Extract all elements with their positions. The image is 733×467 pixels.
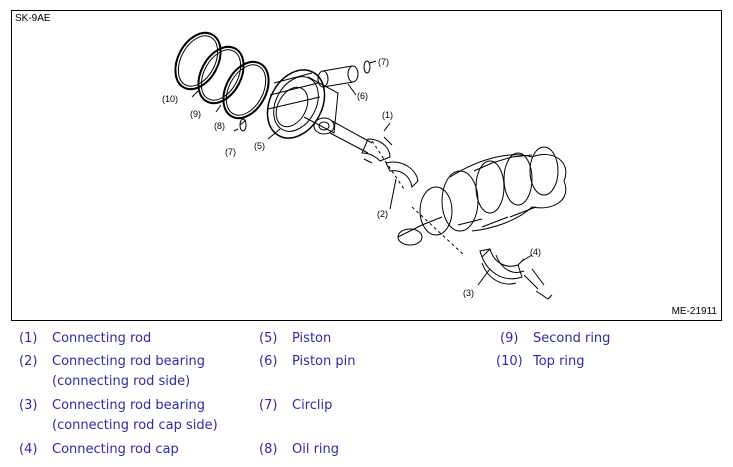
callout-2: (2) — [377, 209, 388, 219]
callout-3: (3) — [463, 288, 474, 298]
top-ring — [174, 31, 222, 91]
legend-number: (3) — [19, 398, 38, 413]
legend-number: (4) — [19, 442, 38, 457]
legend-text: Second ring — [533, 331, 611, 346]
piston-pin — [317, 65, 359, 88]
callout-10: (10) — [162, 94, 178, 104]
second-ring — [197, 45, 245, 105]
legend-text: Connecting rod bearing — [52, 354, 206, 369]
legend-text: Connecting rod cap — [52, 442, 179, 457]
callout-9: (9) — [190, 109, 201, 119]
piston — [266, 69, 339, 139]
callout-8: (8) — [214, 121, 225, 131]
legend-number: (8) — [259, 442, 278, 457]
connecting-rod — [313, 117, 393, 164]
crankshaft — [371, 140, 567, 256]
legend-text: (connecting rod side) — [52, 374, 191, 389]
legend-text: Top ring — [533, 354, 585, 369]
legend-text: Piston — [292, 331, 332, 346]
legend-number: (7) — [259, 398, 278, 413]
legend-text: Circlip — [292, 398, 333, 413]
figure-code: SK-9AE — [15, 13, 51, 24]
legend-number: (6) — [259, 354, 278, 369]
callout-5: (5) — [254, 141, 265, 151]
callout-6: (6) — [357, 91, 368, 101]
oil-ring — [222, 60, 270, 120]
connecting-rod-cap — [479, 248, 553, 300]
bearing-rod-side — [385, 161, 419, 189]
circlip-upper — [363, 60, 371, 74]
callout-1: (1) — [382, 110, 393, 120]
callout-4: (4) — [530, 247, 541, 257]
legend-text: Piston pin — [292, 354, 356, 369]
legend-text: Oil ring — [292, 442, 340, 457]
legend-text: Connecting rod — [52, 331, 152, 346]
figure-reference: ME-21911 — [671, 306, 717, 317]
parts-legend: (1) Connecting rod (2) Connecting rod be… — [0, 327, 733, 467]
callout-7-lower: (7) — [225, 147, 236, 157]
callout-7-upper: (7) — [378, 57, 389, 67]
legend-number: (2) — [19, 354, 38, 369]
exploded-diagram-frame: SK-9AE — [11, 10, 722, 321]
legend-number: (9) — [500, 331, 519, 346]
legend-number: (1) — [19, 331, 38, 346]
legend-number: (10) — [496, 354, 523, 369]
legend-text: (connecting rod cap side) — [52, 418, 218, 433]
legend-number: (5) — [259, 331, 278, 346]
bearing-cap-side — [481, 262, 517, 285]
legend-text: Connecting rod bearing — [52, 398, 206, 413]
engine-parts-drawing: (10) (9) (8) (7) (5) (6) (7) (1) (2) (3)… — [162, 31, 567, 300]
